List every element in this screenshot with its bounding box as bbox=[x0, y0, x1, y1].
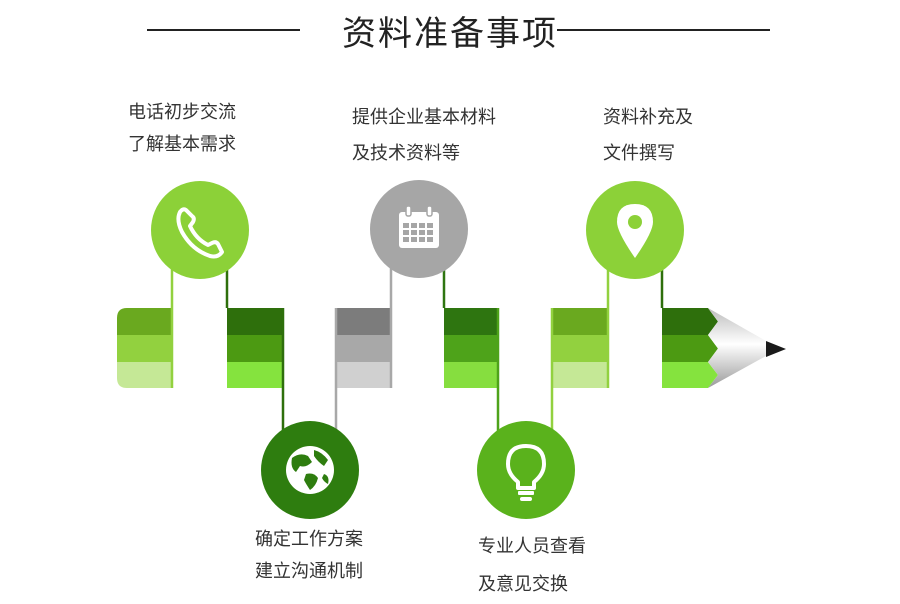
step-4-label: 专业人员查看 及意见交换 bbox=[478, 528, 586, 604]
step-4-circle bbox=[477, 421, 575, 519]
pencil-segment-5 bbox=[552, 308, 608, 388]
pencil-segment-4 bbox=[444, 308, 498, 388]
step-2-line1: 确定工作方案 bbox=[255, 529, 363, 550]
step-3-circle bbox=[370, 180, 468, 278]
title-rule-left bbox=[147, 29, 300, 31]
step-3-label: 提供企业基本材料 及技术资料等 bbox=[352, 100, 496, 172]
step-5-line2: 文件撰写 bbox=[603, 143, 675, 164]
title-rule-right bbox=[557, 29, 770, 31]
pencil-segment-1 bbox=[117, 308, 172, 388]
step-4-line2: 及意见交换 bbox=[478, 574, 568, 595]
step-1-line1: 电话初步交流 bbox=[128, 102, 236, 123]
pencil-segment-2 bbox=[227, 308, 283, 388]
step-2-label: 确定工作方案 建立沟通机制 bbox=[255, 524, 363, 588]
step-3-line1: 提供企业基本材料 bbox=[352, 107, 496, 128]
step-3-line2: 及技术资料等 bbox=[352, 143, 460, 164]
pencil-tip bbox=[708, 308, 786, 388]
step-2-line2: 建立沟通机制 bbox=[255, 561, 363, 582]
location-pin-icon bbox=[617, 204, 653, 258]
step-1-label: 电话初步交流 了解基本需求 bbox=[128, 97, 236, 161]
pencil-segment-6 bbox=[662, 308, 718, 388]
step-1-circle bbox=[151, 181, 249, 279]
calendar-icon bbox=[399, 205, 439, 248]
pencil-body bbox=[117, 308, 786, 388]
globe-icon bbox=[286, 446, 334, 494]
step-5-label: 资料补充及 文件撰写 bbox=[603, 100, 693, 172]
pencil-segment-3 bbox=[336, 308, 391, 388]
step-1-line2: 了解基本需求 bbox=[128, 134, 236, 155]
phone-icon bbox=[176, 207, 224, 259]
lightbulb-icon bbox=[506, 444, 546, 501]
step-4-line1: 专业人员查看 bbox=[478, 536, 586, 557]
step-5-circle bbox=[586, 181, 684, 279]
page-title: 资料准备事项 bbox=[342, 14, 558, 54]
step-5-line1: 资料补充及 bbox=[603, 107, 693, 128]
step-2-circle bbox=[261, 421, 359, 519]
